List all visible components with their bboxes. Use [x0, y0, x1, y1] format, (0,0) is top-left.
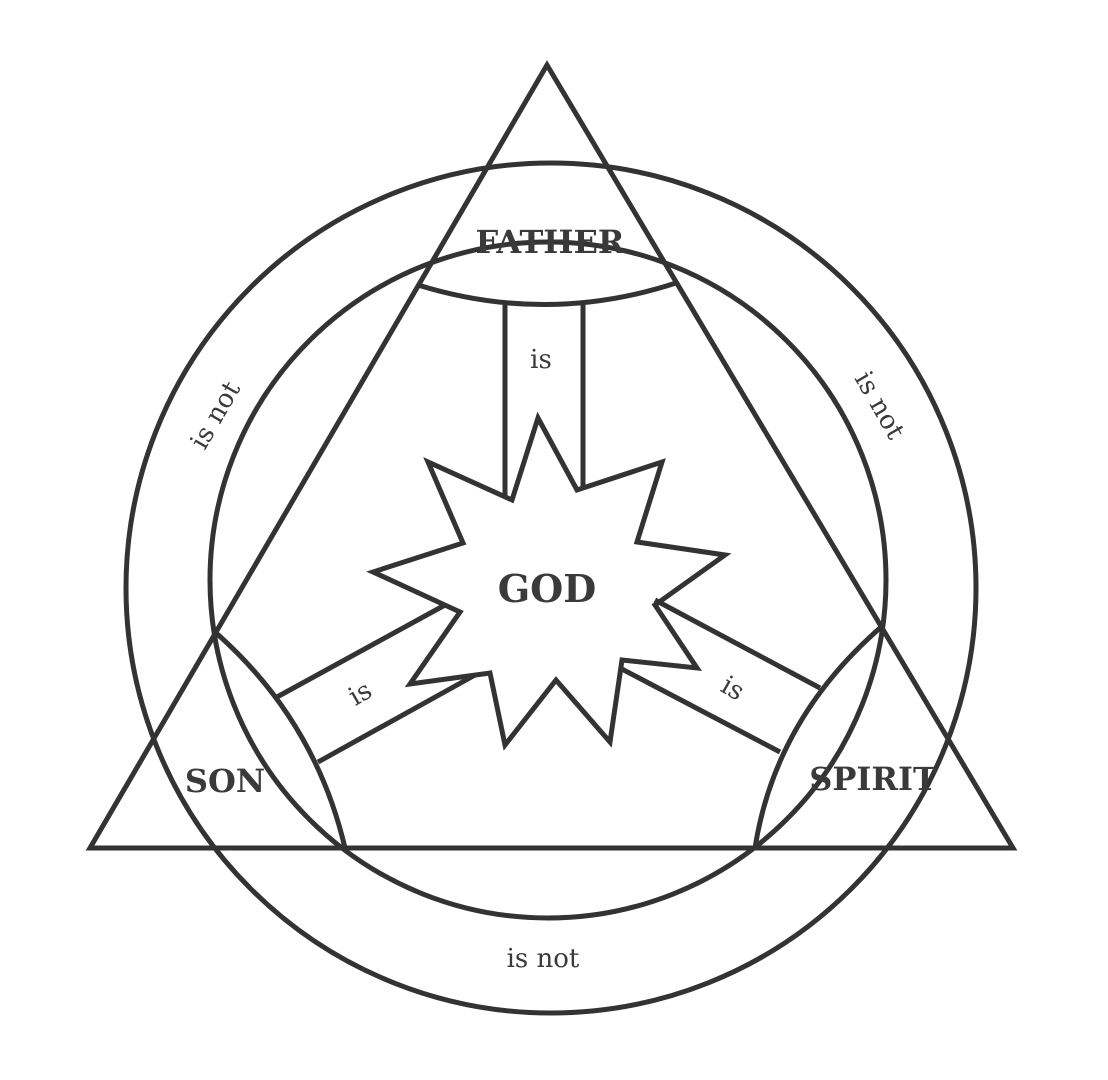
father-spirit-is-not-label: is not: [848, 366, 911, 444]
son-region-boundary: [213, 630, 348, 849]
god-star: [366, 411, 732, 751]
father-is-connector: [502, 304, 586, 497]
spirit-is-connector: [618, 597, 822, 755]
father-region-boundary: [417, 280, 677, 307]
spirit-label: SPIRIT: [809, 760, 937, 798]
spirit-is-label: is: [716, 670, 750, 707]
son-is-label: is: [344, 675, 378, 712]
son-spirit-is-not-label: is not: [507, 944, 580, 974]
god-label: GOD: [498, 566, 597, 611]
father-is-label: is: [530, 345, 552, 375]
father-label: FATHER: [476, 223, 625, 261]
inner-ring: [207, 239, 889, 921]
outer-ring: [123, 160, 979, 1016]
son-is-connector: [275, 602, 477, 765]
son-label: SON: [185, 762, 265, 800]
triangle: [85, 60, 1018, 851]
spirit-region-boundary: [752, 626, 882, 849]
